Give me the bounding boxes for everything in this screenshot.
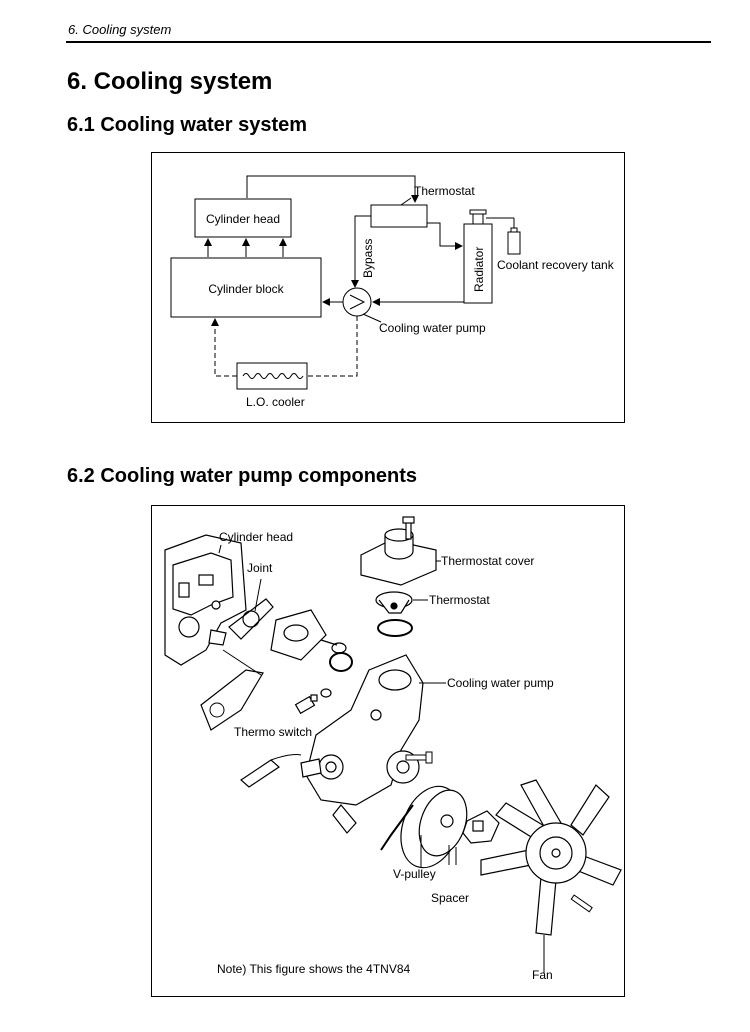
subsection-title-pump-components: 6.2 Cooling water pump components [67,465,418,487]
cooling-water-pump-drawing [300,654,424,834]
bypass-label: Bypass [361,239,375,278]
spacer-label: Spacer [431,891,469,905]
joint-gasket [228,598,274,640]
cylinder-block-box [170,257,322,318]
figure-note: Note) This figure shows the 4TNV84 [217,962,411,976]
header-rule [66,41,711,43]
lo-cooler-label: L.O. cooler [246,395,305,409]
cooling-water-pump-label: Cooling water pump [379,321,486,335]
cylinder-head-drawing [164,534,247,666]
cooling-water-pump-components-diagram: Thermostat cover Thermostat Cooling wate… [151,505,625,997]
thermo-switch-label: Thermo switch [234,725,312,739]
cylinder-block-label: Cylinder block [208,282,284,296]
v-pulley-drawing [400,785,468,869]
fan-drawing [480,779,622,936]
section-title: 6. Cooling system [67,68,273,95]
spacer-drawing [462,810,500,844]
coolant-recovery-tank [507,231,521,255]
thermostat-cover-drawing [360,516,437,586]
fan-label: Fan [532,968,553,982]
thermo-switch-drawing [294,688,332,715]
cylinder-head-box [194,198,292,238]
figure-border [151,152,625,423]
thermostat-cover-label: Thermostat cover [441,554,534,568]
radiator-box [463,223,493,304]
cooling-water-pump-label-2: Cooling water pump [447,676,554,690]
thermostat-label: Thermostat [414,184,475,198]
cylinder-head-label-2: Cylinder head [219,530,293,544]
hose-drawing [240,759,280,788]
thermostat-drawing [375,591,413,614]
cooling-water-pump-symbol [342,287,372,317]
coolant-recovery-tank-label: Coolant recovery tank [497,258,615,272]
figure-border [151,505,625,997]
cooling-water-system-diagram: Cylinder head Cylinder block Thermostat … [151,152,625,423]
cylinder-head-label: Cylinder head [206,212,280,226]
thermostat-box [370,204,428,228]
joint-label: Joint [247,561,273,575]
v-pulley-label: V-pulley [393,867,436,881]
radiator-label: Radiator [472,247,486,292]
subsection-title-cooling-water-system: 6.1 Cooling water system [67,114,308,136]
thermostat-label-2: Thermostat [429,593,490,607]
running-header: 6. Cooling system [68,22,172,37]
